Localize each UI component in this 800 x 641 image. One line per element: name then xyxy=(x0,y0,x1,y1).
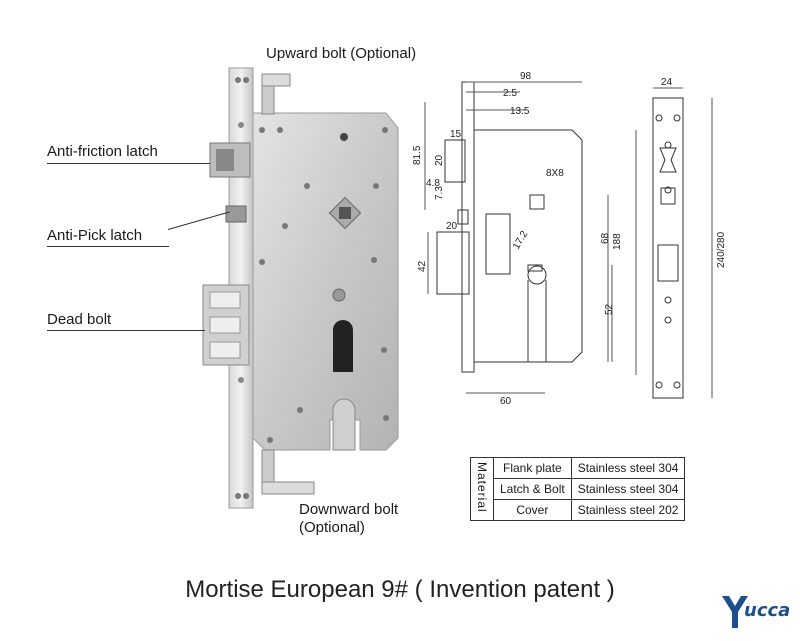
anti-friction-latch xyxy=(209,142,251,178)
downward-bolt xyxy=(261,449,315,495)
callout-downward-bolt-optional: (Optional) xyxy=(299,519,365,536)
dim-17-2: 17.2 xyxy=(511,229,530,252)
material-value: Stainless steel 304 xyxy=(570,457,686,479)
callout-dead-bolt: Dead bolt xyxy=(47,311,112,328)
callout-downward-bolt: Downward bolt xyxy=(299,501,399,518)
yucca-logo: ucca xyxy=(720,592,796,632)
yucca-logo-mark-icon xyxy=(722,596,748,628)
material-value: Stainless steel 202 xyxy=(570,499,686,521)
callout-anti-friction-latch: Anti-friction latch xyxy=(47,143,158,160)
dim-98: 98 xyxy=(520,71,532,82)
dim-81-5: 81.5 xyxy=(412,145,423,165)
callout-line-anti-pick xyxy=(47,246,169,247)
material-part: Flank plate xyxy=(493,457,572,479)
dim-42: 42 xyxy=(417,260,428,272)
material-header-cell: Material xyxy=(470,457,494,521)
material-header: Material xyxy=(475,462,489,513)
upward-bolt xyxy=(261,73,291,115)
dim-15: 15 xyxy=(450,129,462,140)
callout-line-anti-friction xyxy=(47,163,210,164)
dim-20-top: 20 xyxy=(434,154,445,166)
dim-2-5: 2.5 xyxy=(503,88,517,99)
technical-drawing-side xyxy=(424,81,637,394)
dim-60: 60 xyxy=(500,396,512,407)
anti-pick-latch xyxy=(225,205,247,223)
material-value: Stainless steel 304 xyxy=(570,478,686,500)
material-table: Material Flank plate Stainless steel 304… xyxy=(470,457,686,521)
diagram-caption: Mortise European 9# ( Invention patent ) xyxy=(185,576,615,603)
dim-4-8: 4.8 xyxy=(426,178,440,189)
dim-plate-height: 240/280 xyxy=(716,231,727,268)
dim-188: 188 xyxy=(612,233,623,250)
dim-20-mid: 20 xyxy=(446,221,458,232)
dead-bolt xyxy=(202,284,250,366)
callout-upward-bolt: Upward bolt (Optional) xyxy=(266,45,417,62)
dim-52: 52 xyxy=(604,303,615,315)
callout-anti-pick-latch: Anti-Pick latch xyxy=(47,227,143,244)
material-part: Cover xyxy=(493,499,572,521)
material-part: Latch & Bolt xyxy=(493,478,572,500)
technical-drawing-faceplate xyxy=(652,87,713,399)
dimension-labels: 98 2.5 13.5 81.5 15 20 8X8 4.8 7.3 20 42… xyxy=(412,71,727,407)
dim-8x8: 8X8 xyxy=(546,168,564,179)
callout-line-dead-bolt xyxy=(47,330,205,331)
dim-plate-width: 24 xyxy=(661,77,673,88)
dim-7-3: 7.3 xyxy=(434,186,445,200)
dim-68: 68 xyxy=(600,232,611,244)
dim-13-5: 13.5 xyxy=(510,106,530,117)
lock-body xyxy=(252,112,399,451)
yucca-logo-text: ucca xyxy=(744,600,791,621)
